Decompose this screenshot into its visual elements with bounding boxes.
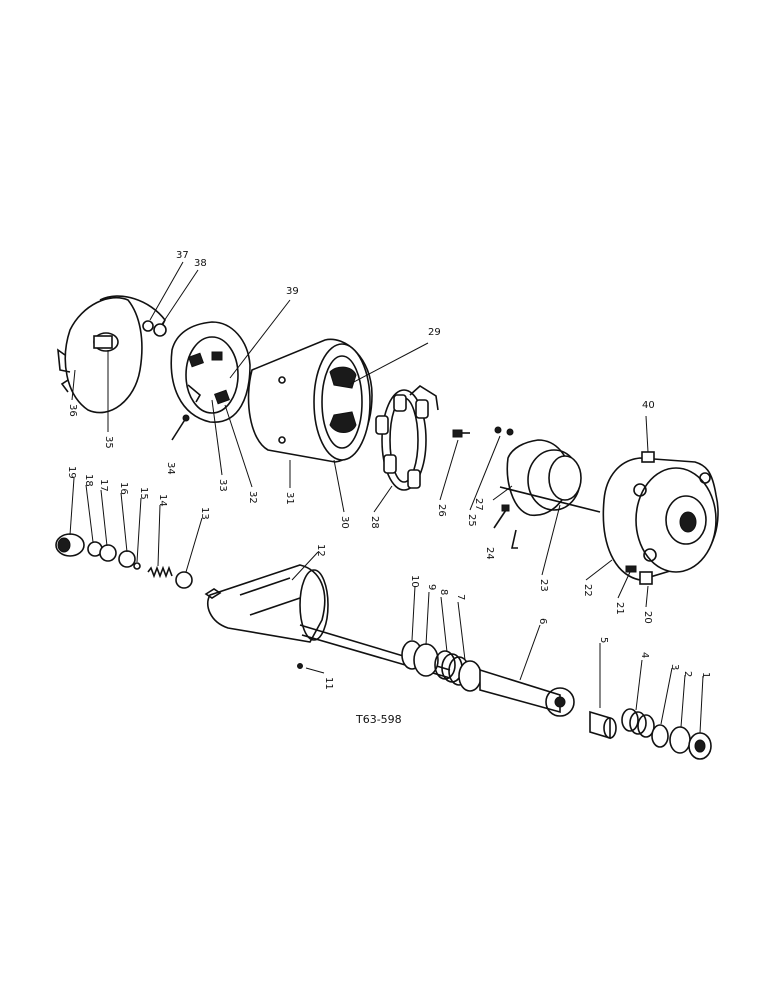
callout-23: 23: [538, 579, 549, 592]
callout-19: 19: [66, 466, 77, 479]
callout-35: 35: [103, 436, 114, 449]
callout-labels: 1 2 3 4 5 6 7 8 9 10 11 12 13 14 15 16 1…: [66, 250, 711, 726]
callout-9: 9: [426, 584, 437, 590]
brush-plate-part-33: [170, 321, 251, 423]
screw-part-34: [171, 414, 190, 441]
field-coil-ring-part-28: [375, 385, 439, 491]
spring-part-4: [621, 708, 655, 738]
screw-part-24: [493, 504, 510, 529]
field-frame-part-31: [247, 338, 373, 463]
washer-part-16: [118, 550, 136, 568]
spring-part-14: [147, 565, 173, 579]
bushing-part-35: [93, 332, 119, 352]
callout-37: 37: [176, 250, 189, 261]
callout-29: 29: [428, 327, 441, 338]
callout-20: 20: [642, 611, 653, 624]
callout-4: 4: [639, 652, 650, 658]
callout-40: 40: [642, 400, 655, 411]
callout-30: 30: [339, 516, 350, 529]
callout-28: 28: [369, 516, 380, 529]
callout-13: 13: [199, 507, 210, 520]
callout-8: 8: [438, 589, 449, 595]
end-cover-part-36: [57, 295, 166, 414]
callout-32: 32: [247, 491, 258, 504]
washer-part-37: [142, 320, 154, 332]
cap-part-19: [55, 533, 85, 557]
figure-reference: T63-598: [355, 713, 402, 726]
callout-25: 25: [466, 514, 477, 527]
washer-part-9: [413, 643, 439, 677]
callout-21: 21: [614, 602, 625, 615]
switch-part-27: [499, 439, 601, 549]
washer-part-2: [669, 726, 691, 754]
washer-part-38: [153, 323, 167, 337]
callout-33: 33: [217, 479, 228, 492]
plug-part-20: [639, 571, 653, 585]
callout-14: 14: [157, 494, 168, 507]
callout-15: 15: [138, 487, 149, 500]
ball-part-11: [297, 663, 303, 669]
washer-part-17: [99, 544, 117, 562]
callout-5: 5: [598, 637, 609, 643]
callout-3: 3: [669, 664, 680, 670]
callout-17: 17: [98, 479, 109, 492]
field-coil-part-30: [329, 366, 357, 433]
callout-12: 12: [315, 544, 326, 557]
nut-part-25: [494, 426, 514, 436]
callout-34: 34: [165, 462, 176, 475]
callout-26: 26: [436, 504, 447, 517]
ring-part-15: [133, 562, 141, 570]
washer-part-13: [175, 571, 193, 589]
nut-part-1: [688, 732, 712, 760]
callout-18: 18: [83, 474, 94, 487]
callout-16: 16: [118, 482, 129, 495]
callout-22: 22: [582, 584, 593, 597]
callout-38: 38: [194, 258, 207, 269]
callout-31: 31: [284, 492, 295, 505]
callout-27: 27: [473, 498, 484, 511]
plug-part-21: [625, 565, 637, 573]
fitting-part-40: [641, 451, 655, 463]
callout-39: 39: [286, 286, 299, 297]
callout-6: 6: [537, 618, 548, 624]
drive-housing-part-22: [602, 457, 719, 581]
callout-7: 7: [455, 594, 466, 600]
callout-11: 11: [323, 677, 334, 690]
callout-1: 1: [700, 672, 711, 678]
sleeve-part-5: [589, 710, 617, 740]
sleeve-part-7: [458, 660, 482, 692]
screw-part-26: [452, 429, 470, 438]
washer-part-3: [651, 724, 669, 748]
callout-2: 2: [682, 671, 693, 677]
callout-24: 24: [484, 547, 495, 560]
leader-lines: [69, 261, 704, 734]
callout-10: 10: [409, 575, 420, 588]
callout-36: 36: [67, 404, 78, 417]
pinion-shaft-part-6: [479, 668, 575, 717]
